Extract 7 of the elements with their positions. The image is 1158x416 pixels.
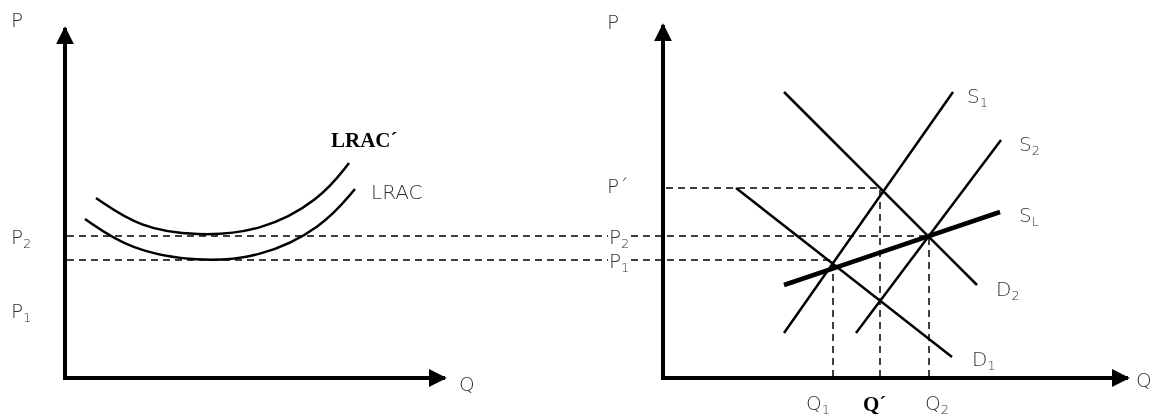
axis-label: Q [458, 374, 476, 394]
quantity-label: Q´ [862, 393, 888, 415]
axis-label: P [10, 10, 25, 30]
axis-label: P [606, 12, 621, 32]
curve-label: LRAC [370, 182, 424, 202]
price-label: P´ [606, 176, 630, 196]
axis-label: Q [1135, 370, 1153, 390]
